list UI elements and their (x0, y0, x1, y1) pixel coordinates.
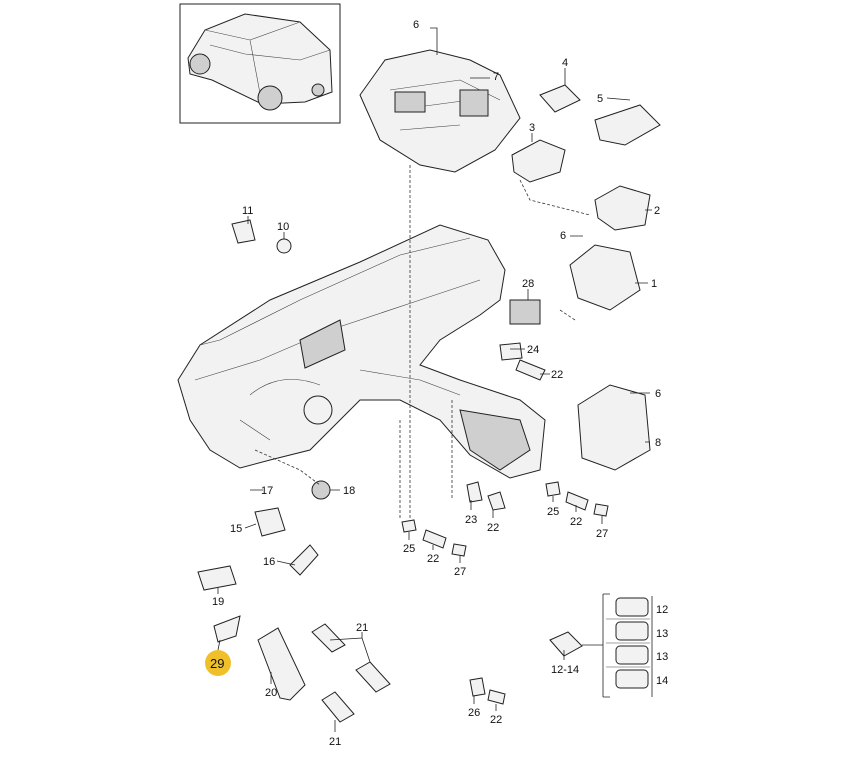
part-15 (254, 507, 286, 537)
callout-label[interactable]: 22 (487, 522, 499, 534)
part-22a (515, 359, 546, 381)
callout-label[interactable]: 8 (655, 437, 661, 449)
callout-label[interactable]: 19 (212, 596, 224, 608)
callout-label[interactable]: 15 (230, 523, 242, 535)
part-4 (539, 84, 581, 113)
callout-label[interactable]: 17 (261, 485, 273, 497)
callout-label[interactable]: 22 (490, 714, 502, 726)
callout-label[interactable]: 14 (656, 675, 668, 687)
part-25a (545, 481, 561, 497)
switch-panel-variants (582, 593, 653, 698)
part-5 (594, 104, 661, 146)
callout-labels: 6 7 4 5 3 2 6 1 11 10 28 24 22 6 8 17 18… (210, 19, 668, 748)
callout-label[interactable]: 27 (454, 566, 466, 578)
callout-label[interactable]: 12-14 (551, 664, 579, 676)
part-22b (487, 491, 506, 511)
callout-label[interactable]: 10 (277, 221, 289, 233)
callout-label[interactable]: 18 (343, 485, 355, 497)
callout-label[interactable]: 22 (551, 369, 563, 381)
callout-label[interactable]: 21 (329, 736, 341, 748)
part-29 (213, 615, 241, 643)
part-22d (422, 529, 447, 549)
dashboard-assembly (177, 224, 546, 479)
part-2 (594, 185, 651, 231)
callout-label[interactable]: 20 (265, 687, 277, 699)
part-22e (487, 689, 506, 705)
part-23 (466, 481, 483, 503)
callout-label[interactable]: 13 (656, 628, 668, 640)
part-25b (401, 519, 417, 533)
callout-label[interactable]: 24 (527, 344, 539, 356)
callout-label[interactable]: 28 (522, 278, 534, 290)
part-19 (197, 565, 237, 591)
part-12-14 (549, 631, 583, 657)
callout-label[interactable]: 5 (597, 93, 603, 105)
part-21b (355, 661, 391, 693)
part-1 (569, 244, 641, 311)
callout-label[interactable]: 16 (263, 556, 275, 568)
part-16 (289, 544, 319, 576)
part-24 (499, 342, 523, 361)
callout-label[interactable]: 25 (403, 543, 415, 555)
vehicle-inset (179, 3, 341, 124)
callout-label[interactable]: 23 (465, 514, 477, 526)
callout-label[interactable]: 6 (413, 19, 419, 31)
callout-label[interactable]: 21 (356, 622, 368, 634)
callout-label[interactable]: 7 (493, 71, 499, 83)
part-21a (311, 623, 346, 653)
part-3 (511, 139, 566, 183)
part-27b (451, 543, 467, 557)
part-28 (509, 299, 541, 325)
callout-label[interactable]: 11 (242, 205, 253, 217)
highlight-circle-29[interactable] (205, 650, 231, 676)
callout-label[interactable]: 25 (547, 506, 559, 518)
callout-label[interactable]: 2 (654, 205, 660, 217)
callout-label[interactable]: 26 (468, 707, 480, 719)
callout-label[interactable]: 3 (529, 122, 535, 134)
callout-label[interactable]: 22 (570, 516, 582, 528)
callout-label-highlighted[interactable]: 29 (210, 656, 224, 671)
part-21c (321, 691, 355, 723)
callout-label[interactable]: 6 (560, 230, 566, 242)
callout-label[interactable]: 4 (562, 57, 568, 69)
callout-label[interactable]: 27 (596, 528, 608, 540)
part-8 (577, 384, 651, 471)
part-11 (231, 219, 256, 244)
callout-label[interactable]: 22 (427, 553, 439, 565)
part-27a (593, 503, 609, 517)
callout-label[interactable]: 1 (651, 278, 657, 290)
callout-label[interactable]: 12 (656, 604, 668, 616)
callout-label[interactable]: 6 (655, 388, 661, 400)
part-26 (469, 677, 486, 697)
part-22c (565, 491, 589, 511)
center-console-top (359, 49, 521, 173)
part-18 (311, 480, 331, 500)
part-20 (257, 627, 306, 701)
callout-label[interactable]: 13 (656, 651, 668, 663)
part-10 (276, 238, 292, 254)
